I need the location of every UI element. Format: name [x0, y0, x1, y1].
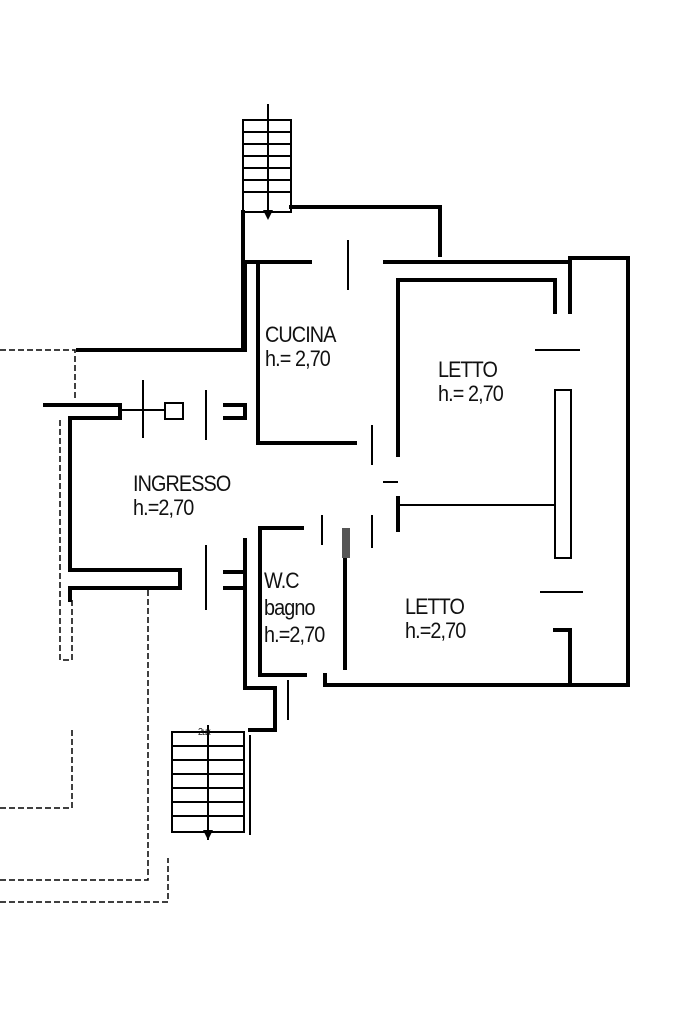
- room-height: h.=2,70: [405, 618, 466, 643]
- adjacent-outlines: [0, 349, 169, 903]
- room-height: h.= 2,70: [265, 346, 331, 371]
- top-staircase: [242, 104, 292, 220]
- room-height: h.=2,70: [264, 622, 325, 647]
- room-subname: bagno: [264, 595, 315, 620]
- room-height: h.=2,70: [133, 495, 194, 520]
- bottom-staircase: [171, 725, 251, 840]
- room-name: W.C: [264, 568, 300, 593]
- room-name: CUCINA: [265, 322, 336, 347]
- room-name: LETTO: [438, 357, 498, 382]
- room-height: h.= 2,70: [438, 381, 504, 406]
- room-name: LETTO: [405, 594, 465, 619]
- room-name: INGRESSO: [133, 471, 231, 496]
- walls: [43, 205, 630, 732]
- stair-label: 2ux: [198, 727, 211, 738]
